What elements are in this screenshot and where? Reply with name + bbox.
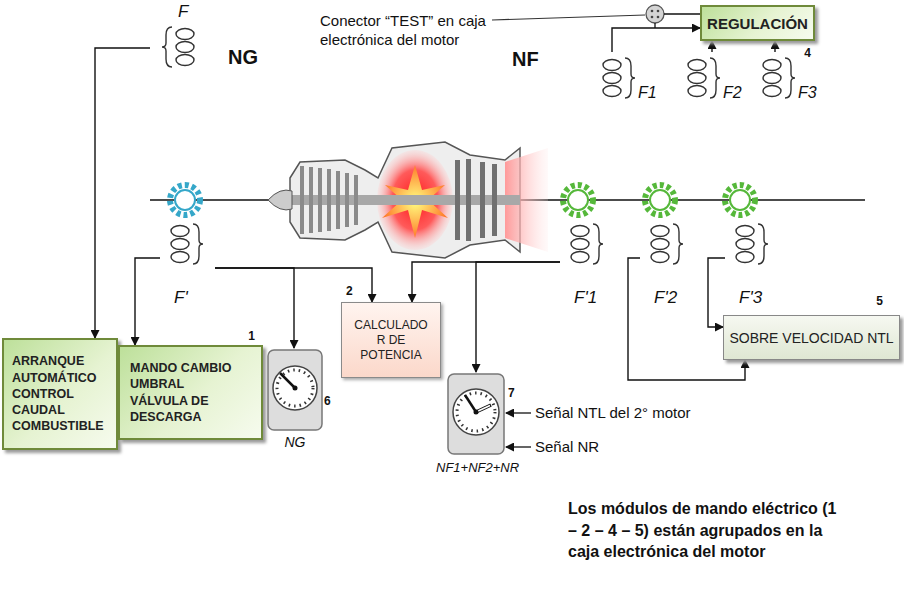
signal-wire xyxy=(215,268,372,302)
coil-symbol xyxy=(688,58,720,98)
test-connector xyxy=(646,5,700,28)
speed-sensor: F3 xyxy=(755,52,820,114)
gauge-indicator: 6NG xyxy=(265,348,337,458)
gauge-label: NF1+NF2+NR xyxy=(436,460,516,475)
signal-wire xyxy=(412,262,560,302)
module-label: ARRANQUE AUTOMÁTICO CONTROL CAUDAL COMBU… xyxy=(8,353,112,434)
callout-text: Conector “TEST” en caja electrónica del … xyxy=(320,12,520,50)
coil-symbol xyxy=(171,224,203,264)
gear xyxy=(645,185,675,215)
gear xyxy=(563,185,593,215)
sensor-label: F xyxy=(178,2,188,22)
signal-wire xyxy=(774,41,775,52)
leader-line xyxy=(492,15,645,20)
sensor-label: F2 xyxy=(723,84,742,102)
shaft-label: NG xyxy=(228,46,258,69)
signal-wire xyxy=(612,28,700,52)
shaft-label: NF xyxy=(512,48,539,71)
signal-arrow xyxy=(506,412,531,413)
speed-sensor: F'1 xyxy=(560,218,615,312)
signal-wire xyxy=(135,258,160,345)
signal-wire xyxy=(215,268,294,348)
signal-wire xyxy=(95,48,150,338)
gauge-dial xyxy=(268,350,322,430)
coil-symbol xyxy=(162,27,194,67)
callout-number: 5 xyxy=(876,294,883,308)
callout-number: 7 xyxy=(508,386,515,400)
gear xyxy=(725,185,755,215)
sensor-label: F'3 xyxy=(739,288,762,308)
speed-sensor: F2 xyxy=(680,52,745,114)
calculator-box: CALCULADO R DE POTENCIA2 xyxy=(341,302,441,378)
module-label: SOBRE VELOCIDAD NTL xyxy=(728,330,895,346)
signal-wire xyxy=(711,41,712,52)
sensor-label: F'1 xyxy=(574,288,597,308)
signal-wire xyxy=(476,262,560,372)
turbine-engine xyxy=(268,142,548,258)
sensor-label: F1 xyxy=(638,84,657,102)
module-box: ARRANQUE AUTOMÁTICO CONTROL CAUDAL COMBU… xyxy=(2,338,118,450)
coil-symbol xyxy=(651,224,683,264)
gauge-dial xyxy=(448,374,504,454)
callout-number: 6 xyxy=(324,394,331,408)
signal-name: Señal NR xyxy=(535,438,599,455)
speed-sensor: F' xyxy=(160,218,215,312)
callout-number: 1 xyxy=(248,329,255,343)
sensor-label: F' xyxy=(174,288,188,308)
signal-name: Señal NTL del 2° motor xyxy=(535,404,691,421)
module-label: REGULACIÓN xyxy=(706,15,809,32)
gauge-label: NG xyxy=(265,434,325,450)
callout-number: 4 xyxy=(804,46,811,60)
speed-sensor: F1 xyxy=(595,52,660,114)
sensor-label: F3 xyxy=(798,84,817,102)
signal-arrow xyxy=(506,446,531,447)
module-label: CALCULADO R DE POTENCIA xyxy=(351,318,431,363)
overspeed-box: SOBRE VELOCIDAD NTL5 xyxy=(723,315,900,360)
module-label: MANDO CAMBIO UMBRAL VÁLVULA DE DESCARGA xyxy=(124,360,245,425)
callout-number: 2 xyxy=(346,284,353,298)
coil-symbol xyxy=(763,58,795,98)
module-box: REGULACIÓN4 xyxy=(700,5,815,41)
coil-symbol xyxy=(603,58,635,98)
sensor-label: F'2 xyxy=(654,288,677,308)
note-text: Los módulos de mando eléctrico (1 – 2 – … xyxy=(568,498,840,563)
coil-symbol xyxy=(571,224,603,264)
gear xyxy=(170,185,200,215)
speed-sensor: F xyxy=(150,0,210,72)
speed-sensor: F'3 xyxy=(725,218,780,312)
speed-sensor: F'2 xyxy=(640,218,695,312)
coil-symbol xyxy=(736,224,768,264)
module-box: MANDO CAMBIO UMBRAL VÁLVULA DE DESCARGA1 xyxy=(118,345,263,440)
gauge-indicator: 7NF1+NF2+NR xyxy=(446,372,526,484)
